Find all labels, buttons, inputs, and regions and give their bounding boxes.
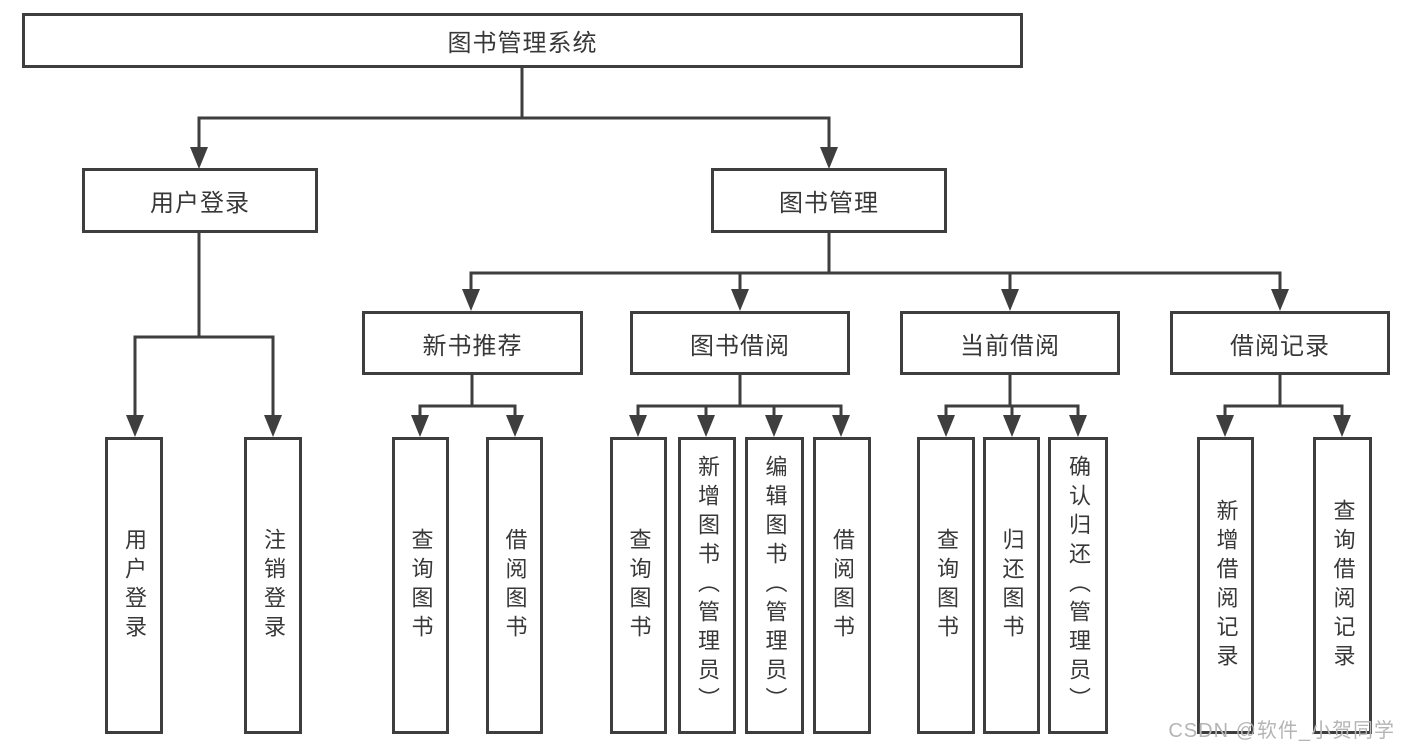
leaf-query-book-borrow: 查询图书 [610,437,667,734]
edge-userlogin-to-leaves [133,233,275,419]
edge-newbookrec-to-leaves [418,375,517,419]
leaf-return-book: 归还图书 [983,437,1040,734]
arrow-down-icon [697,415,715,437]
arrow-down-icon [765,415,783,437]
node-label: 注销登录 [261,527,286,644]
arrow-down-icon [126,415,144,437]
edge-currentborrow-to-leaves [944,375,1080,419]
edge-root-to-level1 [197,68,831,151]
leaf-query-book-recommend: 查询图书 [392,437,449,734]
leaf-user-login: 用户登录 [105,437,163,734]
arrow-down-icon [462,289,480,311]
arrow-down-icon [629,415,647,437]
node-label: 图书借阅 [690,332,790,360]
leaf-add-borrow-record: 新增借阅记录 [1197,437,1254,734]
edge-bookmgmt-to-level2 [469,233,1282,293]
arrow-down-icon [1069,415,1087,437]
node-label: 图书管理 [779,190,879,217]
leaf-borrow-book: 借阅图书 [813,437,871,734]
leaf-query-borrow-record: 查询借阅记录 [1313,437,1372,734]
leaf-query-book-current: 查询图书 [917,437,975,734]
node-new-book-recommend: 新书推荐 [362,311,583,375]
csdn-watermark: CSDN @软件_小贺同学 [1168,720,1395,742]
arrow-down-icon [937,415,955,437]
node-label: 确认归还（管理员） [1066,455,1091,716]
arrow-down-icon [731,289,749,311]
node-label: 借阅图书 [830,527,855,644]
edge-lines [133,68,1344,419]
node-label: 编辑图书（管理员） [762,455,788,716]
node-label: 用户登录 [150,190,250,217]
leaf-edit-book-admin: 编辑图书（管理员） [745,437,804,734]
node-root-system: 图书管理系统 [22,13,1023,68]
node-user-login: 用户登录 [82,168,318,233]
arrow-down-icon [190,147,208,169]
node-label: 新增图书（管理员） [695,455,720,716]
leaf-borrow-book-recommend: 借阅图书 [486,437,543,734]
arrow-down-icon [506,415,524,437]
arrow-down-icon [264,415,282,437]
node-label: 查询图书 [934,527,959,644]
node-label: 归还图书 [999,527,1025,644]
node-label: 新增借阅记录 [1213,498,1239,673]
node-label: 查询图书 [408,527,434,644]
arrowheads [126,147,1351,437]
leaf-add-book-admin: 新增图书（管理员） [678,437,736,734]
arrow-down-icon [832,415,850,437]
node-label: 查询借阅记录 [1330,498,1356,673]
node-label: 当前借阅 [960,332,1060,360]
arrow-down-icon [411,415,429,437]
node-label: 新书推荐 [422,332,523,360]
arrow-down-icon [1333,415,1351,437]
node-book-borrow: 图书借阅 [630,311,850,375]
node-label: 查询图书 [626,527,652,644]
node-label: 借阅记录 [1230,332,1330,360]
node-book-management: 图书管理 [711,168,947,233]
node-label: 图书管理系统 [447,30,598,57]
node-label: 用户登录 [122,527,147,644]
arrow-down-icon [1001,289,1019,311]
node-borrow-record: 借阅记录 [1170,311,1390,375]
arrow-down-icon [1271,289,1289,311]
edge-borrowrecord-to-leaves [1223,375,1344,419]
arrow-down-icon [820,147,838,169]
edge-bookborrow-to-leaves [636,375,843,419]
leaf-confirm-return-admin: 确认归还（管理员） [1048,437,1108,734]
arrow-down-icon [1003,415,1021,437]
arrow-down-icon [1216,415,1234,437]
node-label: 借阅图书 [502,527,528,644]
leaf-logout: 注销登录 [244,437,302,734]
node-current-borrow: 当前借阅 [900,311,1120,375]
